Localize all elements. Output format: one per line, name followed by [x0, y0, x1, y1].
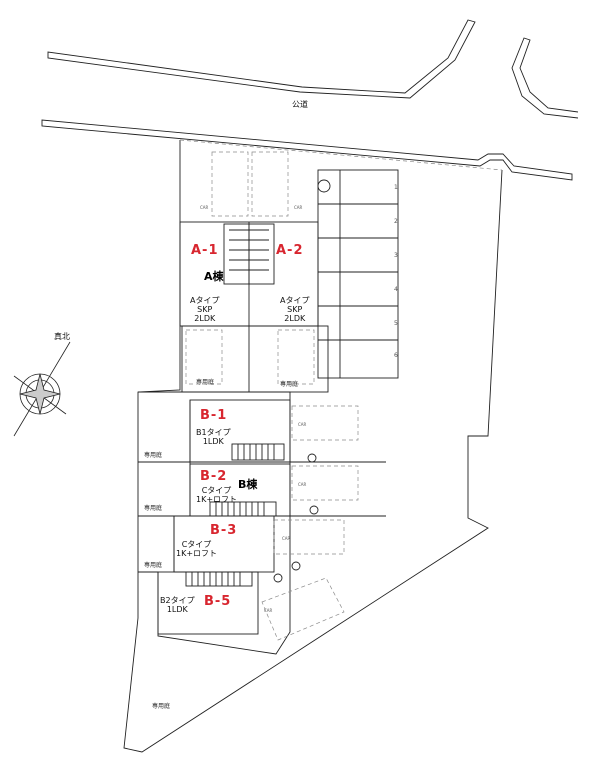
unit-type-a1: Aタイプ SKP 2LDK [190, 296, 219, 324]
car-marker: CAR [294, 205, 303, 210]
unit-type-a2: Aタイプ SKP 2LDK [280, 296, 309, 324]
car-marker: CAR [298, 482, 307, 487]
stair-b1 [231, 443, 285, 461]
parking-number: 2 [394, 218, 398, 225]
type-line: SKP [287, 305, 303, 315]
type-line: 2LDK [284, 314, 306, 324]
road-edge-upper [47, 19, 476, 99]
north-compass [13, 341, 71, 437]
parking-number: 6 [394, 352, 398, 359]
parking-number: 4 [394, 286, 398, 293]
type-line: 1K+ロフト [176, 549, 218, 559]
type-line: B2タイプ [160, 596, 195, 605]
unit-label-b2: B-2 [200, 469, 228, 484]
front-wall [41, 119, 573, 181]
type-line: 1K+ロフト [196, 495, 238, 505]
parking-number: 3 [394, 252, 398, 259]
manhole [317, 179, 331, 193]
parking-number: 5 [394, 320, 398, 327]
parking-block [317, 169, 399, 379]
unit-label-a1: A-1 [191, 243, 219, 258]
type-line: Cタイプ [181, 540, 212, 549]
unit-type-b1: B1タイプ 1LDK [196, 428, 231, 446]
building-a-label: A棟 [204, 270, 224, 283]
garden-label-b1: 専用庭 [144, 452, 163, 459]
car-marker: CAR [200, 205, 209, 210]
garden-label-a2: 専用庭 [280, 381, 299, 388]
type-line: 1LDK [166, 605, 188, 615]
road-edge-right [511, 37, 579, 119]
car-marker: CAR [298, 422, 307, 427]
type-line: 1LDK [202, 437, 224, 447]
site-boundary [123, 140, 503, 753]
type-line: 2LDK [194, 314, 216, 324]
garden-label-site: 専用庭 [152, 703, 171, 710]
type-line: Cタイプ [201, 486, 232, 495]
unit-type-b5: B2タイプ 1LDK [160, 596, 195, 614]
garden-label-b3: 専用庭 [144, 562, 163, 569]
unit-type-b3: Cタイプ 1K+ロフト [176, 540, 217, 558]
type-line: Aタイプ [190, 296, 220, 305]
unit-label-b3: B-3 [210, 523, 238, 538]
north-label: 真北 [54, 332, 70, 341]
stair-b2 [209, 501, 277, 517]
building-b-label: B棟 [238, 478, 258, 491]
type-line: B1タイプ [196, 428, 231, 437]
stair-b3 [185, 571, 253, 587]
unit-label-b1: B-1 [200, 408, 228, 423]
unit-label-b5: B-5 [204, 594, 232, 609]
garden-label-b2: 専用庭 [144, 505, 163, 512]
road-label: 公道 [292, 100, 308, 109]
type-line: Aタイプ [280, 296, 310, 305]
car-marker: CAR [264, 608, 273, 613]
unit-label-a2: A-2 [276, 243, 304, 258]
unit-type-b2: Cタイプ 1K+ロフト [196, 486, 237, 504]
parking-number: 1 [394, 184, 398, 191]
garden-label-a1: 専用庭 [196, 379, 215, 386]
type-line: SKP [197, 305, 213, 315]
car-marker: CAR [282, 536, 291, 541]
